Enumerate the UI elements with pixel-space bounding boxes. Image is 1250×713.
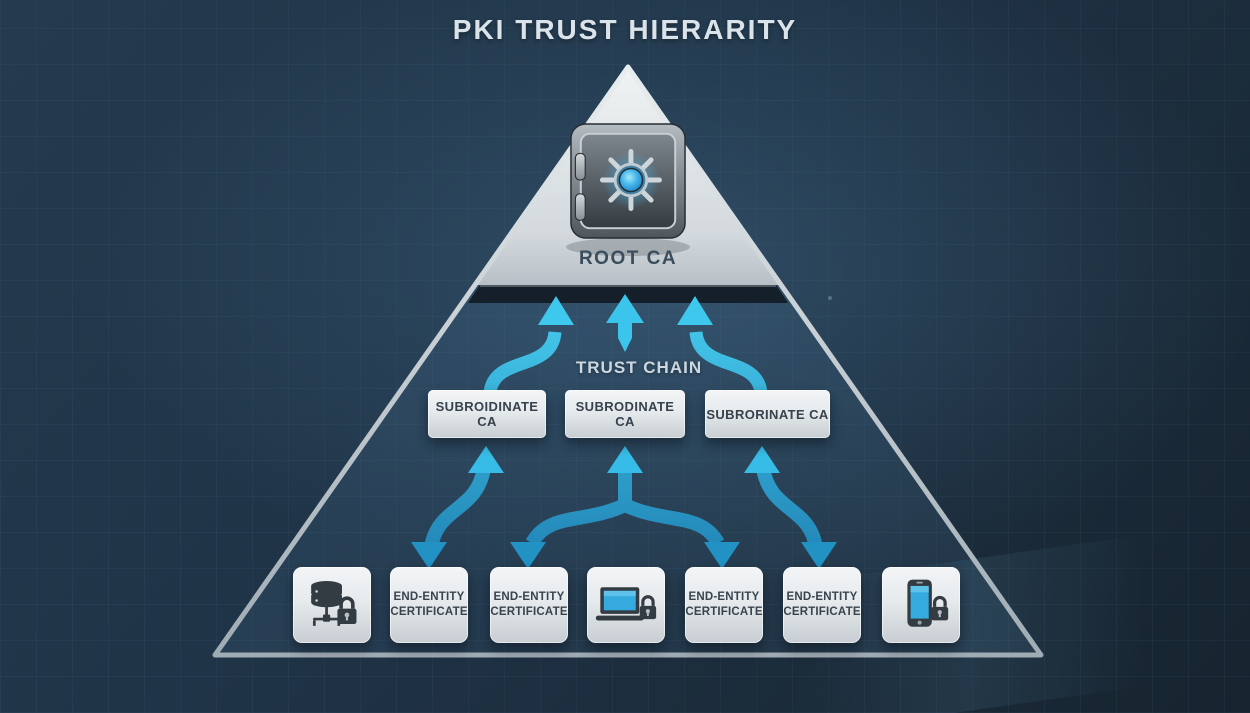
database-lock-icon (311, 580, 357, 626)
trust-chain-arrows-lower (424, 466, 823, 550)
trust-chain-middle-arrow (606, 294, 644, 352)
smartphone-lock-tile (882, 567, 960, 643)
certificate-label-line1: END-ENTITY (393, 591, 465, 604)
certificate-label-line1: END-ENTITY (688, 591, 760, 604)
root-ca-vault (569, 121, 687, 241)
certificate-label-line2: CERTIFICATE (390, 606, 468, 618)
laptop-lock-icon (595, 587, 657, 621)
subordinate-ca-label: SUBRODINATE CA (575, 399, 675, 429)
certificate-label-line1: END-ENTITY (493, 591, 565, 604)
end-entity-certificate-box-2: END-ENTITY CERTIFICATE (490, 567, 568, 643)
subordinate-ca-box-2: SUBRODINATE CA (565, 390, 685, 438)
vault-dial-icon (570, 123, 686, 239)
subordinate-ca-box-3: SUBRORINATE CA (705, 390, 830, 438)
background-circuit-dots (828, 296, 832, 300)
database-lock-tile (293, 567, 371, 643)
end-entity-certificate-box-3: END-ENTITY CERTIFICATE (685, 567, 763, 643)
subordinate-ca-box-1: SUBROIDINATE CA (428, 390, 546, 438)
certificate-label-line2: CERTIFICATE (685, 606, 763, 618)
certificate-label-line1: END-ENTITY (786, 591, 858, 604)
background-light-streak (682, 521, 1250, 713)
end-entity-certificate-box-4: END-ENTITY CERTIFICATE (783, 567, 861, 643)
root-ca-band (468, 285, 788, 303)
root-ca-label: ROOT CA (578, 248, 678, 269)
certificate-label-line2: CERTIFICATE (783, 606, 861, 618)
page-title: PKI TRUST HIERARITY (452, 14, 798, 45)
laptop-lock-tile (587, 567, 665, 643)
subordinate-ca-label: SUBROIDINATE CA (435, 399, 539, 429)
subordinate-ca-label: SUBRORINATE CA (706, 406, 829, 422)
certificate-label-line2: CERTIFICATE (490, 606, 568, 618)
smartphone-lock-icon (907, 579, 949, 627)
trust-chain-label: TRUST CHAIN (575, 358, 703, 377)
end-entity-certificate-box-1: END-ENTITY CERTIFICATE (390, 567, 468, 643)
